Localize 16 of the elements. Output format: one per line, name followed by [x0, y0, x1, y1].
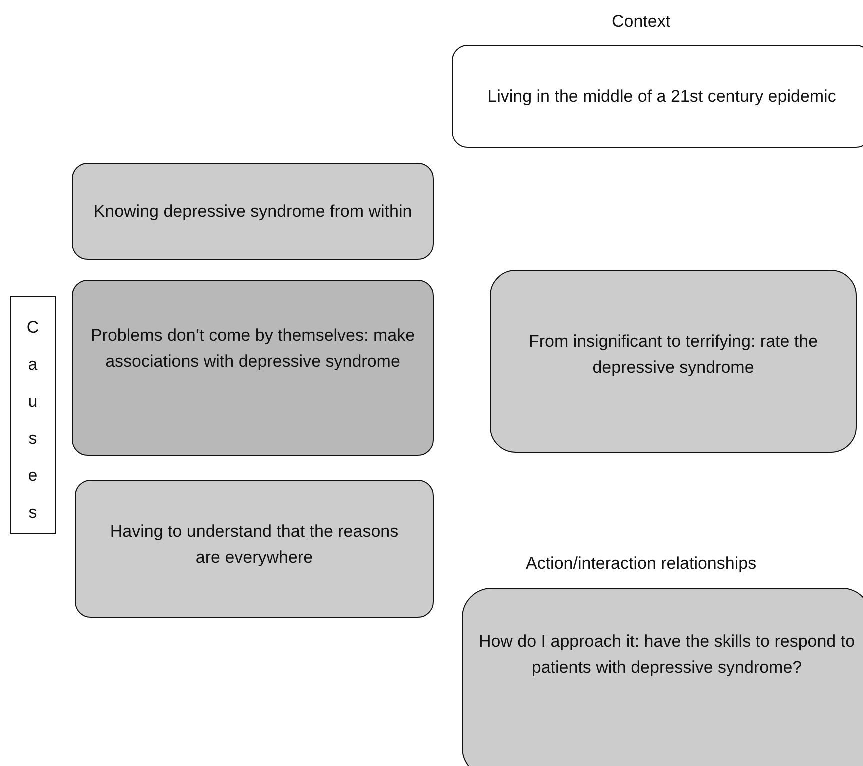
box-text: Having to understand that the reasons are everywhere [109, 521, 400, 569]
box-text: Knowing depressive syndrome from within [94, 200, 412, 222]
box-text: From insignificant to terrifying: rate the depressive syndrome [528, 331, 820, 379]
label-box [10, 296, 56, 534]
section-heading: Context [612, 12, 671, 32]
rounded-box [462, 588, 863, 766]
rounded-box [490, 270, 857, 453]
vertical-label: Causes [26, 317, 40, 524]
box-text: Living in the middle of a 21st century epidemic [488, 86, 836, 108]
rounded-box [72, 163, 434, 260]
section-heading: Action/interaction relationships [526, 554, 757, 574]
box-text: How do I approach it: have the skills to respond to patients with depressive syndrome? [478, 631, 856, 679]
rounded-box [452, 45, 863, 148]
rounded-box [75, 480, 434, 618]
box-text: Problems don’t come by themselves: make associations with depressive syndrome [90, 325, 416, 373]
rounded-box [72, 280, 434, 456]
